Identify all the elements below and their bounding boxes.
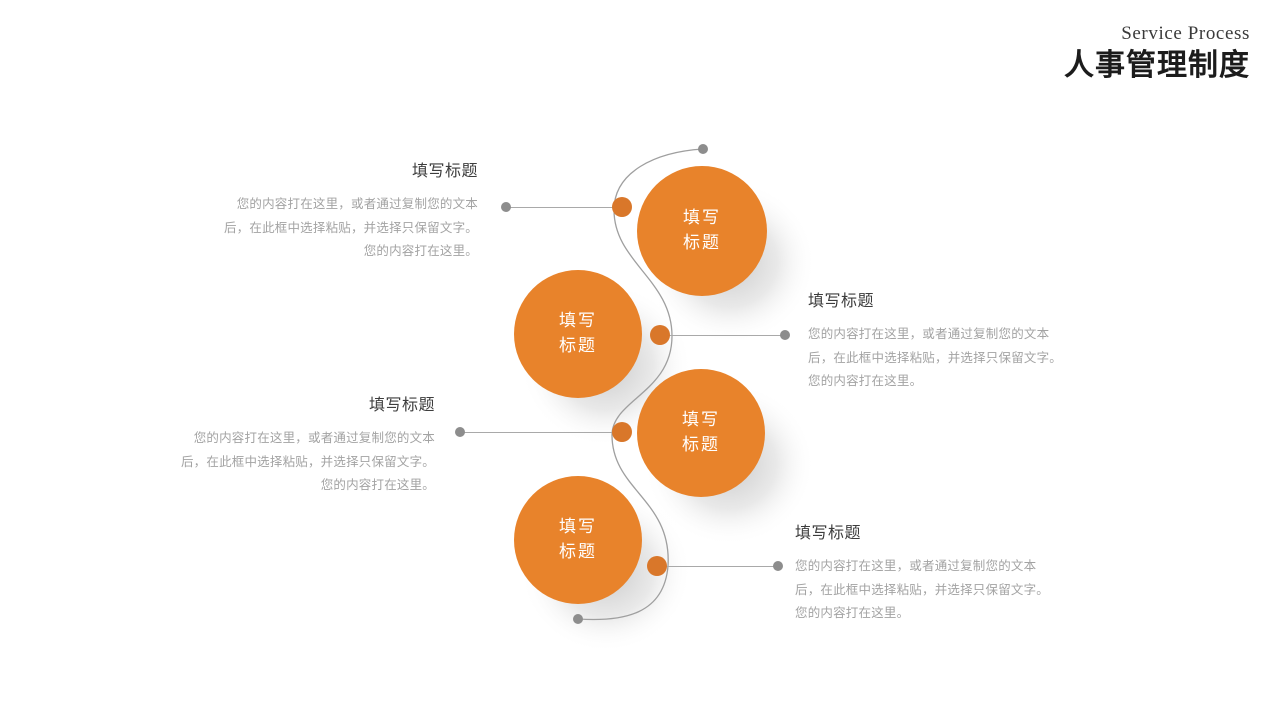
process-node-1-line2: 标题	[683, 233, 721, 253]
connector-endpoint-dot-3	[455, 427, 465, 437]
callout-1-title: 填写标题	[411, 161, 478, 180]
connector-node-dot-2	[650, 325, 670, 345]
callout-4-title: 填写标题	[795, 523, 862, 542]
slide-header: Service Process 人事管理制度	[1064, 23, 1250, 84]
callout-4: 填写标题 您的内容打在这里，或者通过复制您的文本后，在此框中选择粘贴，并选择只保…	[795, 522, 1055, 624]
process-node-2[interactable]: 填写 标题	[514, 270, 642, 398]
callout-1-body: 您的内容打在这里，或者通过复制您的文本后，在此框中选择粘贴，并选择只保留文字。您…	[223, 196, 478, 258]
connector-endpoint-dot-2	[780, 330, 790, 340]
connector-line-3	[460, 432, 622, 433]
spine-start-dot	[698, 144, 708, 154]
callout-2-title: 填写标题	[808, 291, 875, 310]
spine-end-dot	[573, 614, 583, 624]
connector-line-1	[506, 207, 622, 208]
callout-4-body: 您的内容打在这里，或者通过复制您的文本后，在此框中选择粘贴，并选择只保留文字。您…	[795, 558, 1050, 620]
process-node-2-line2: 标题	[559, 336, 597, 356]
callout-2: 填写标题 您的内容打在这里，或者通过复制您的文本后，在此框中选择粘贴，并选择只保…	[808, 290, 1068, 392]
process-node-4-line2: 标题	[559, 542, 597, 562]
process-node-4-line1: 填写	[559, 517, 597, 538]
callout-2-body: 您的内容打在这里，或者通过复制您的文本后，在此框中选择粘贴，并选择只保留文字。您…	[808, 326, 1063, 388]
callout-1: 填写标题 您的内容打在这里，或者通过复制您的文本后，在此框中选择粘贴，并选择只保…	[218, 160, 478, 262]
page-title: 人事管理制度	[1064, 47, 1250, 83]
callout-3: 填写标题 您的内容打在这里，或者通过复制您的文本后，在此框中选择粘贴，并选择只保…	[175, 394, 435, 496]
connector-line-4	[657, 566, 778, 567]
connector-node-dot-4	[647, 556, 667, 576]
connector-line-2	[660, 335, 785, 336]
process-node-3-line1: 填写	[682, 410, 720, 431]
callout-3-title: 填写标题	[368, 395, 435, 414]
connector-node-dot-3	[612, 422, 632, 442]
process-node-3[interactable]: 填写 标题	[637, 369, 765, 497]
process-node-3-line2: 标题	[682, 435, 720, 455]
header-eyebrow: Service Process	[1121, 23, 1250, 44]
connector-node-dot-1	[612, 197, 632, 217]
callout-3-body: 您的内容打在这里，或者通过复制您的文本后，在此框中选择粘贴，并选择只保留文字。您…	[180, 430, 435, 492]
connector-endpoint-dot-1	[501, 202, 511, 212]
process-node-4[interactable]: 填写 标题	[514, 476, 642, 604]
process-node-1-line1: 填写	[683, 208, 721, 229]
process-node-2-line1: 填写	[559, 311, 597, 332]
connector-endpoint-dot-4	[773, 561, 783, 571]
process-node-1[interactable]: 填写 标题	[637, 166, 767, 296]
